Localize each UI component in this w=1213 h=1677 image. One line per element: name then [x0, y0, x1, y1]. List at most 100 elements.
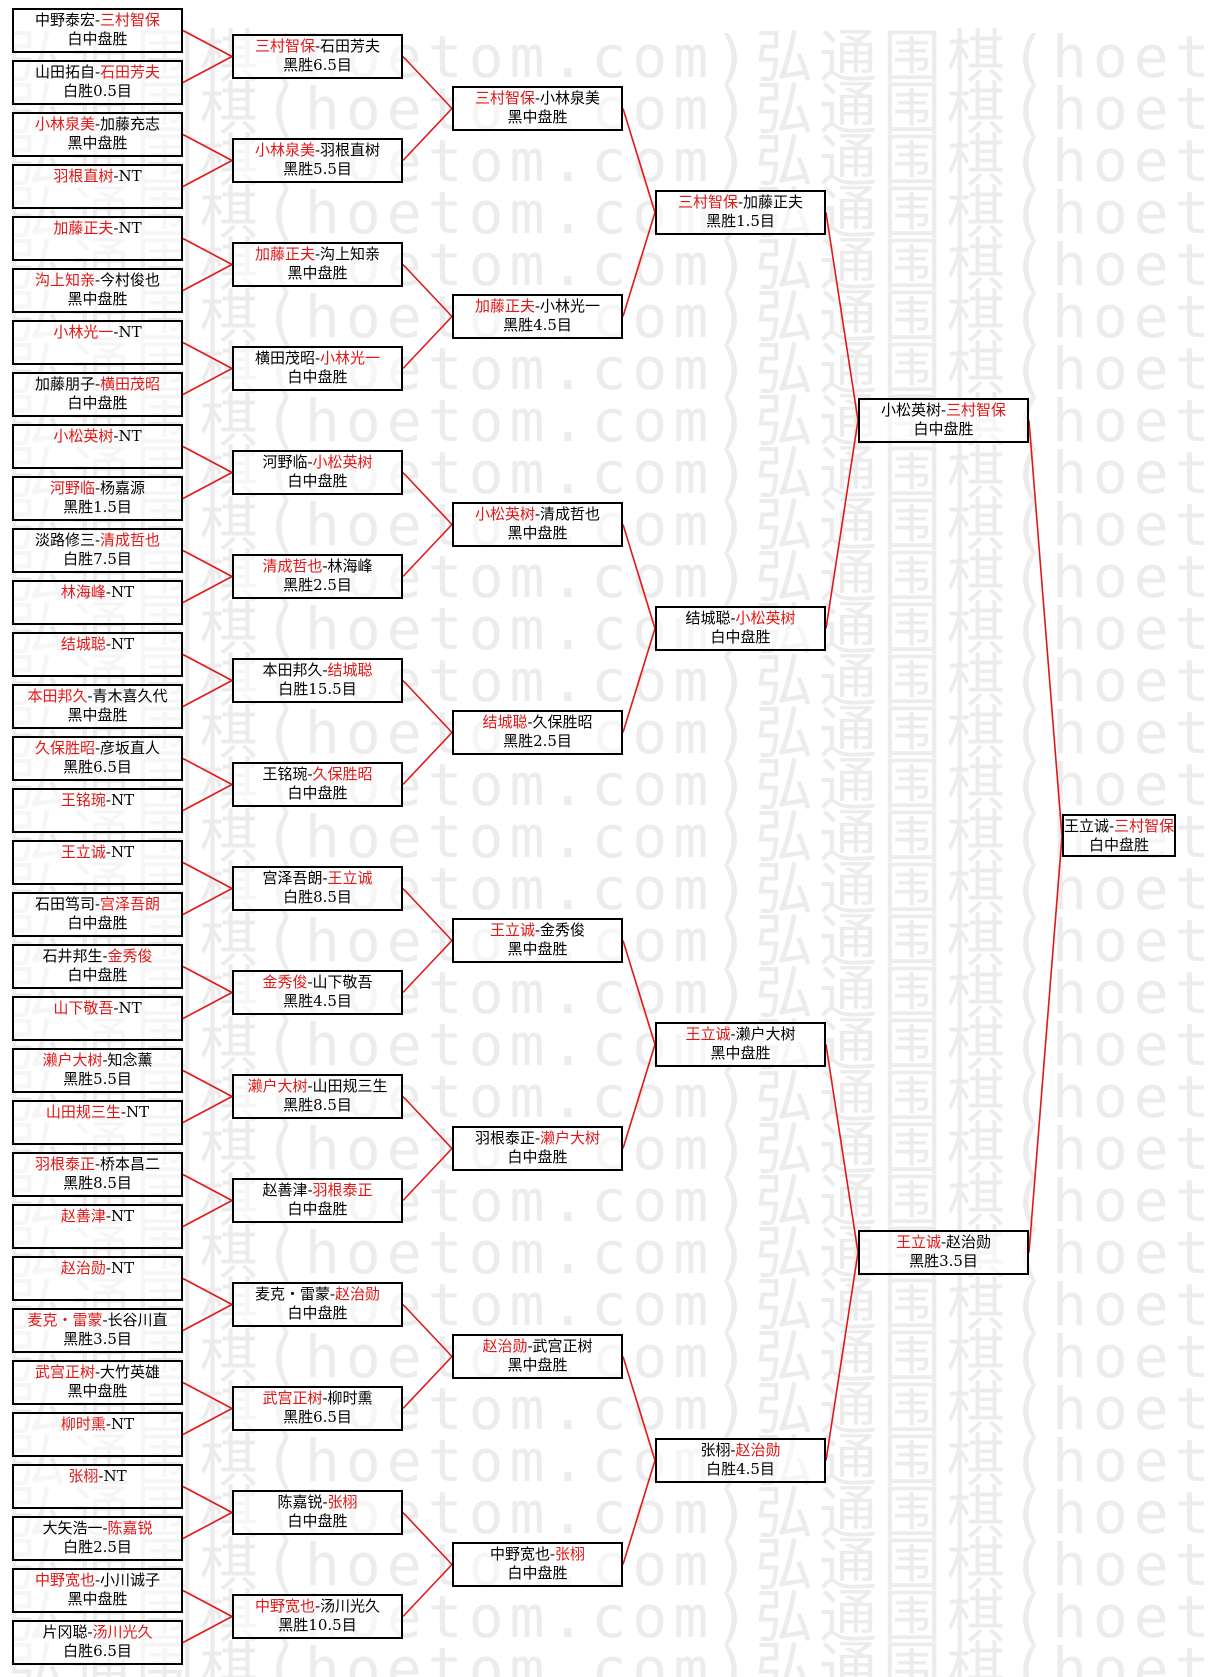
match-box: 河野临-小松英树白中盘胜: [232, 450, 403, 495]
player-name: 沟上知亲: [320, 245, 381, 263]
player-separator: -: [322, 661, 328, 679]
match-result: 黑胜6.5目: [283, 1408, 352, 1426]
player-separator: -: [329, 1285, 336, 1303]
player-separator: -: [549, 1545, 556, 1563]
player-name: 长谷川直: [107, 1311, 168, 1329]
player-name: 河野临: [262, 453, 308, 471]
winner-name: 小林泉美: [34, 115, 95, 133]
match-result: 黑胜2.5目: [503, 732, 572, 750]
match-result: 白胜4.5目: [706, 1460, 775, 1478]
match-players: 王立诚-赵治勋: [860, 1233, 1027, 1252]
match-players: 片冈聪-汤川光久: [14, 1623, 181, 1642]
player-name: NT: [110, 635, 135, 653]
match-players: 中野宽也-张栩: [454, 1545, 621, 1564]
connector-line: [402, 1355, 453, 1410]
match-result: 黑中盘胜: [507, 108, 568, 126]
winner-name: 赵善津: [60, 1207, 106, 1225]
player-separator: -: [113, 999, 119, 1017]
match-box: 赵治勋-武宫正树黑中盘胜: [452, 1334, 623, 1379]
player-separator: -: [120, 1103, 126, 1121]
match-box: 清成哲也-林海峰黑胜2.5目: [232, 554, 403, 599]
match-result: 白中盘胜: [67, 966, 128, 984]
player-separator: -: [102, 947, 108, 965]
player-name: NT: [118, 999, 142, 1017]
match-result: 黑中盘胜: [287, 264, 348, 282]
winner-name: 麦克・雷蒙: [27, 1311, 103, 1329]
connector-line: [402, 939, 453, 994]
winner-name: 三村智保: [474, 89, 535, 107]
match-players: 王铭琬-NT: [14, 791, 181, 810]
player-name: NT: [125, 1103, 150, 1121]
player-name: NT: [103, 1467, 127, 1485]
match-players: 麦克・雷蒙-赵治勋: [234, 1285, 401, 1304]
connector-line: [402, 1095, 453, 1150]
match-box: 山下敬吾-NT: [12, 996, 183, 1041]
match-box: 小松英树-清成哲也黑中盘胜: [452, 502, 623, 547]
match-result: 黑中盘胜: [67, 706, 128, 724]
player-separator: -: [87, 1623, 93, 1641]
player-separator: -: [1109, 817, 1115, 835]
match-result: 黑胜1.5目: [63, 498, 132, 516]
match-players: 宫泽吾朗-王立诚: [234, 869, 401, 888]
player-name: NT: [110, 1259, 135, 1277]
player-separator: -: [307, 1077, 313, 1095]
connector-line: [182, 653, 233, 682]
player-separator: -: [94, 1571, 101, 1589]
match-players: 王立诚-濑户大树: [657, 1025, 824, 1044]
winner-name: 河野临: [49, 479, 95, 497]
player-name: 久保胜昭: [532, 713, 593, 731]
player-separator: -: [307, 973, 313, 991]
match-box: 麦克・雷蒙-长谷川直黑胜3.5目: [12, 1308, 183, 1353]
player-separator: -: [113, 219, 119, 237]
match-result: 白中盘胜: [287, 472, 348, 490]
player-name: 羽根泰正: [474, 1129, 535, 1147]
match-result: 白中盘胜: [913, 420, 974, 438]
player-separator: -: [314, 349, 321, 367]
connector-line: [182, 1615, 233, 1644]
player-separator: -: [94, 115, 101, 133]
match-box: 三村智保-小林泉美黑中盘胜: [452, 86, 623, 131]
winner-name: 张栩: [68, 1467, 99, 1485]
match-players: 中野泰宏-三村智保: [14, 11, 181, 30]
match-result: 白中盘胜: [507, 1564, 568, 1582]
match-box: 加藤正夫-沟上知亲黑中盘胜: [232, 242, 403, 287]
connector-line: [182, 367, 233, 396]
match-box: 林海峰-NT: [12, 580, 183, 625]
match-result: 白胜6.5目: [63, 1642, 132, 1660]
connector-line: [825, 1252, 859, 1461]
connector-line: [182, 991, 233, 1020]
connector-line: [182, 1173, 233, 1202]
match-players: 沟上知亲-今村俊也: [14, 271, 181, 290]
match-box: 三村智保-石田芳夫黑胜6.5目: [232, 34, 403, 79]
player-name: 横田茂昭: [254, 349, 315, 367]
match-players: 武宫正树-柳时熏: [234, 1389, 401, 1408]
match-players: 加藤正夫-NT: [14, 219, 181, 238]
match-players: 濑户大树-山田规三生: [234, 1077, 401, 1096]
connector-line: [182, 783, 233, 812]
connector-line: [402, 1511, 453, 1566]
match-result: 黑中盘胜: [710, 1044, 771, 1062]
player-name: NT: [110, 1415, 135, 1433]
match-players: 三村智保-石田芳夫: [234, 37, 401, 56]
player-separator: -: [105, 791, 111, 809]
match-result: 黑中盘胜: [507, 524, 568, 542]
player-separator: -: [534, 1129, 541, 1147]
winner-name: 赵治勋: [60, 1259, 106, 1277]
winner-name: 王铭琬: [60, 791, 106, 809]
match-players: 结城聪-久保胜昭: [454, 713, 621, 732]
player-name: 陈嘉锐: [277, 1493, 323, 1511]
winner-name: 武宫正树: [262, 1389, 323, 1407]
player-name: 宫泽吾朗: [262, 869, 323, 887]
winner-name: 陈嘉锐: [107, 1519, 153, 1537]
match-result: 黑胜5.5目: [63, 1070, 132, 1088]
connector-line: [402, 679, 453, 734]
match-box: 陈嘉锐-张栩白中盘胜: [232, 1490, 403, 1535]
match-result: 黑胜2.5目: [283, 576, 352, 594]
player-name: NT: [110, 583, 135, 601]
match-box: 金秀俊-山下敬吾黑胜4.5目: [232, 970, 403, 1015]
connector-line: [825, 420, 859, 629]
player-name: 石田芳夫: [320, 37, 381, 55]
match-players: 王立诚-三村智保: [1064, 817, 1174, 836]
player-separator: -: [102, 1311, 108, 1329]
connector-line: [182, 1095, 233, 1124]
